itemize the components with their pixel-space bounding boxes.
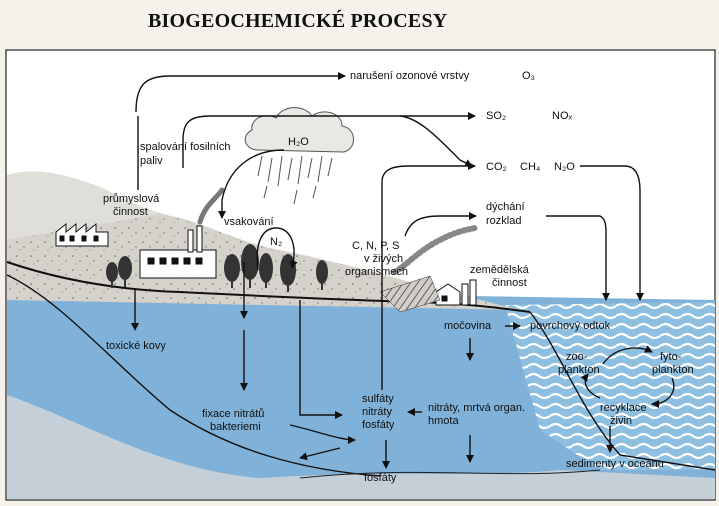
label-fixation-1: fixace nitrátů	[202, 408, 265, 420]
label-industry-2: činnost	[113, 206, 148, 218]
cloud	[244, 107, 354, 153]
label-cnps-1: C, N, P, S	[352, 240, 400, 252]
label-nitrates-organic-1: nitráty, mrtvá organ.	[428, 402, 525, 414]
ocean-floor	[299, 469, 601, 479]
label-agriculture-1: zemědělská	[470, 264, 529, 276]
label-so2: SO₂	[486, 110, 507, 122]
label-nox: NOₓ	[552, 110, 573, 122]
label-zooplankton-2: plankton	[558, 364, 600, 376]
label-recycling-2: živin	[610, 415, 633, 427]
label-o3: O₃	[522, 70, 536, 82]
label-phytoplankton-2: plankton	[652, 364, 694, 376]
label-respiration-1: dýchání	[486, 201, 525, 213]
continental-slope	[6, 274, 381, 477]
label-ocean-sediments: sedimenty v oceánu	[566, 458, 664, 470]
label-infiltration: vsakování	[224, 216, 274, 228]
label-runoff: povrchový odtok	[530, 320, 611, 332]
label-phosphates-upper: fosfáty	[362, 419, 395, 431]
label-sulfates: sulfáty	[362, 393, 394, 405]
label-cnps-3: organismech	[345, 266, 408, 278]
seabed	[7, 395, 715, 499]
label-respiration-2: rozklad	[486, 215, 522, 227]
label-agriculture-2: činnost	[492, 277, 527, 289]
coastline	[6, 261, 531, 313]
crop-field	[379, 275, 441, 313]
label-n2o: N₂O	[554, 161, 575, 173]
smoke-plume	[197, 187, 225, 225]
label-phytoplankton-1: fyto-	[660, 351, 682, 363]
label-industry-1: průmyslová	[103, 193, 160, 205]
label-co2: CO₂	[486, 161, 507, 173]
label-recycling-1: recyklace	[600, 402, 647, 414]
hill	[7, 171, 160, 240]
label-phosphates-lower: fosfáty	[364, 472, 397, 484]
rain	[257, 155, 333, 205]
diagram-title: BIOGEOCHEMICKÉ PROCESY	[148, 10, 448, 32]
label-n2: N₂	[270, 236, 283, 248]
farm-icon	[435, 279, 477, 306]
label-nitrates-organic-2: hmota	[428, 415, 459, 427]
label-fossil-2: paliv	[140, 155, 163, 167]
ocean-surface-waves	[505, 302, 715, 470]
label-zooplankton-1: zoo-	[566, 351, 588, 363]
label-fossil-1: spalování fosilních	[140, 141, 231, 153]
label-nitrates: nitráty	[362, 406, 392, 418]
power-plant-icon	[139, 225, 217, 279]
factory-icon	[55, 222, 109, 247]
trees	[106, 244, 328, 292]
label-ch4: CH₄	[520, 161, 541, 173]
label-fixation-2: bakteriemi	[210, 421, 261, 433]
label-ozone: narušení ozonové vrstvy	[350, 70, 470, 82]
arrows	[131, 72, 675, 469]
smoke-plume-2	[392, 225, 478, 275]
label-cnps-2: v živých	[364, 253, 404, 265]
label-urea: močovina	[444, 320, 492, 332]
label-h2o: H₂O	[288, 136, 309, 148]
label-toxic-metals: toxické kovy	[106, 340, 166, 352]
